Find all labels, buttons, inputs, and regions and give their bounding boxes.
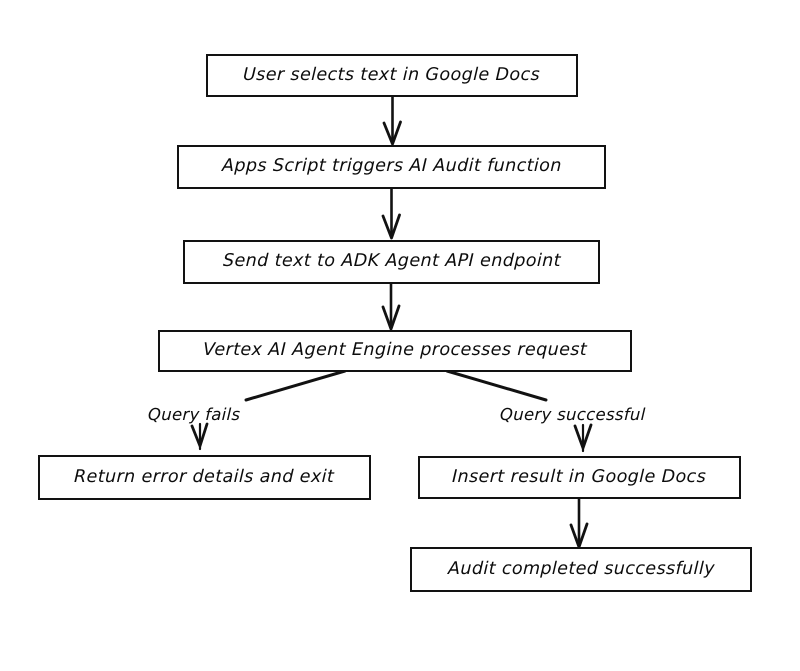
edge-label-query-fails: Query fails xyxy=(147,405,241,424)
node-label: Send text to ADK Agent API endpoint xyxy=(222,251,561,272)
node-label: Return error details and exit xyxy=(74,466,335,487)
node-audit-completed[interactable]: Audit completed successfully xyxy=(410,547,752,592)
node-return-error-details[interactable]: Return error details and exit xyxy=(38,455,371,500)
node-user-selects-text[interactable]: User selects text in Google Docs xyxy=(206,54,578,97)
connector-n3-n4 xyxy=(381,281,401,331)
connector-n4-n6 xyxy=(445,369,593,453)
edge-label-query-successful: Query successful xyxy=(499,405,646,424)
node-vertex-ai-agent-engine[interactable]: Vertex AI Agent Engine processes request xyxy=(158,330,632,372)
node-label: Apps Script triggers AI Audit function xyxy=(221,156,562,177)
node-label: Insert result in Google Docs xyxy=(452,466,707,487)
node-label: Audit completed successfully xyxy=(447,558,715,579)
node-insert-result[interactable]: Insert result in Google Docs xyxy=(418,456,741,499)
connector-n2-n3 xyxy=(381,187,401,240)
node-label: User selects text in Google Docs xyxy=(243,64,541,85)
connector-n4-n5 xyxy=(190,369,347,451)
connector-n1-n2 xyxy=(382,94,402,146)
connector-n6-n7 xyxy=(569,497,589,549)
node-label: Vertex AI Agent Engine processes request xyxy=(202,340,588,361)
node-send-text-to-adk[interactable]: Send text to ADK Agent API endpoint xyxy=(183,240,600,284)
node-apps-script-trigger[interactable]: Apps Script triggers AI Audit function xyxy=(177,145,606,189)
